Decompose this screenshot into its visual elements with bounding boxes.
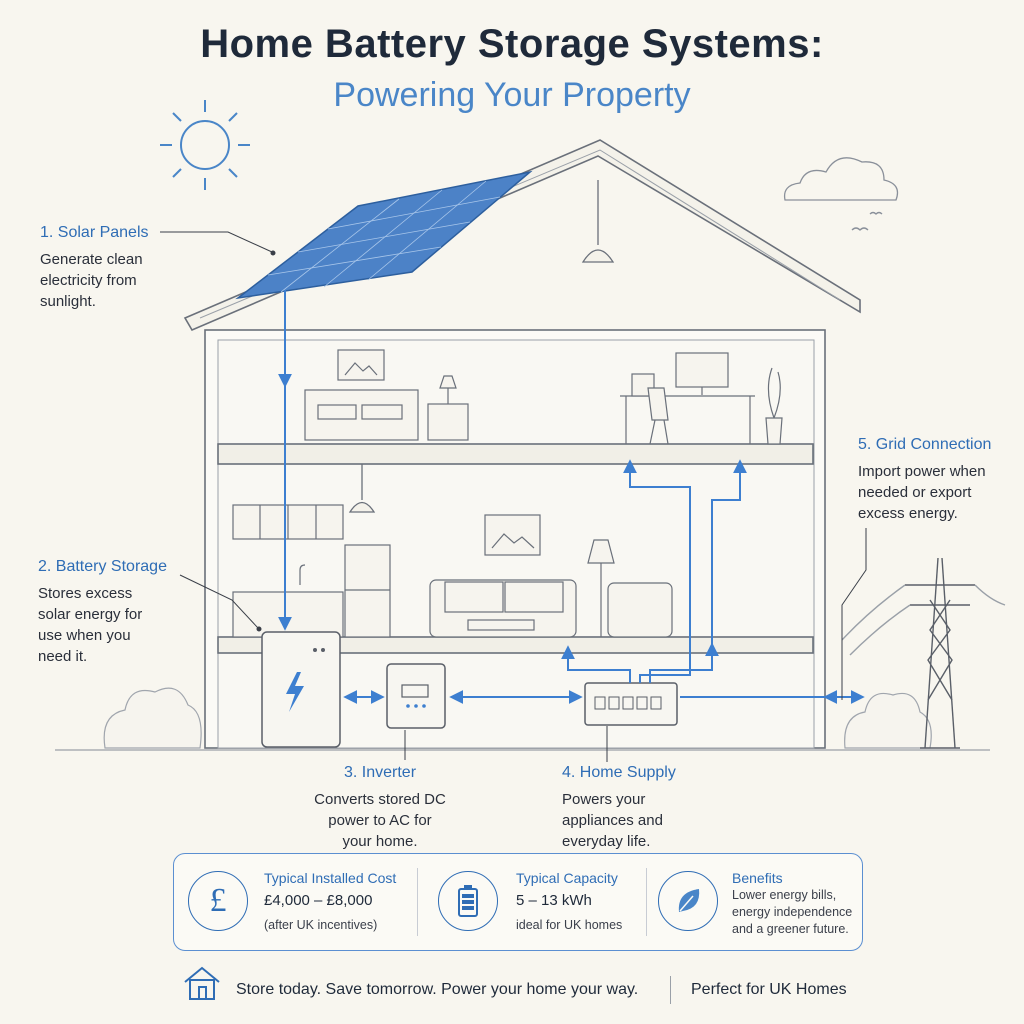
benefits-line: and a greener future. bbox=[732, 922, 849, 936]
callout-heading: 3. Inverter bbox=[343, 764, 417, 781]
callout-text-line: everyday life. bbox=[562, 833, 651, 850]
benefits-cell: Benefits Lower energy bills, energy inde… bbox=[654, 854, 860, 950]
footer-tagline: Store today. Save tomorrow. Power your h… bbox=[236, 981, 639, 998]
divider bbox=[417, 868, 418, 936]
callout-text-line: sunlight. bbox=[40, 293, 96, 310]
living-room-furniture bbox=[429, 514, 673, 638]
callout-heading: 5. Grid Connection bbox=[858, 436, 992, 453]
callout-text-line: needed or export bbox=[858, 484, 972, 501]
cost-label: Typical Installed Cost bbox=[264, 870, 397, 886]
inverter-unit bbox=[386, 663, 446, 729]
callout-text-line: power to AC for bbox=[328, 812, 432, 829]
callout-text-line: Generate clean bbox=[40, 251, 143, 268]
bush-left bbox=[103, 687, 202, 749]
cost-value: £4,000 – £8,000 bbox=[264, 892, 373, 909]
bedroom-furniture bbox=[304, 349, 469, 441]
benefits-line: energy independence bbox=[732, 905, 853, 919]
callout-heading: 2. Battery Storage bbox=[38, 558, 167, 575]
capacity-cell: Typical Capacity 5 – 13 kWh ideal for UK… bbox=[424, 854, 644, 950]
battery-unit bbox=[261, 631, 341, 748]
callout-text-line: need it. bbox=[38, 648, 88, 665]
energy-flow-lines bbox=[278, 290, 865, 704]
bolt-icon bbox=[286, 672, 304, 712]
sun-icon bbox=[160, 100, 250, 190]
leaf-icon bbox=[658, 871, 718, 931]
callout-heading: 4. Home Supply bbox=[562, 764, 676, 781]
capacity-value: 5 – 13 kWh bbox=[516, 892, 592, 909]
divider bbox=[646, 868, 647, 936]
page-title: Home Battery Storage Systems: bbox=[200, 22, 824, 66]
callout-battery-storage: 2. Battery Storage Stores excess solar e… bbox=[38, 556, 198, 667]
callout-grid-connection: 5. Grid Connection Import power when nee… bbox=[858, 434, 1018, 524]
callout-leaders bbox=[160, 231, 867, 762]
consumer-unit bbox=[584, 682, 678, 726]
cloud-icon bbox=[783, 157, 899, 231]
benefits-label: Benefits bbox=[732, 870, 783, 886]
pendant-light-upper bbox=[581, 180, 615, 263]
callout-text-line: excess energy. bbox=[858, 505, 958, 522]
info-panel: £ Typical Installed Cost £4,000 – £8,000… bbox=[173, 853, 863, 951]
callout-inverter: 3. Inverter Converts stored DC power to … bbox=[300, 762, 460, 852]
callout-text-line: use when you bbox=[38, 627, 131, 644]
callout-text-line: Converts stored DC bbox=[314, 791, 446, 808]
cost-note: (after UK incentives) bbox=[264, 918, 378, 932]
capacity-note: ideal for UK homes bbox=[516, 918, 623, 932]
benefits-line: Lower energy bills, bbox=[732, 888, 837, 902]
footer-badge: Perfect for UK Homes bbox=[691, 981, 847, 998]
solar-panels bbox=[235, 170, 533, 300]
callout-text-line: Import power when bbox=[858, 463, 986, 480]
callout-text-line: Stores excess bbox=[38, 585, 133, 602]
pound-icon: £ bbox=[188, 871, 248, 931]
capacity-label: Typical Capacity bbox=[516, 870, 618, 886]
callout-text-line: appliances and bbox=[562, 812, 663, 829]
pendant-light-lower bbox=[348, 464, 376, 513]
cost-cell: £ Typical Installed Cost £4,000 – £8,000… bbox=[174, 854, 414, 950]
office-furniture bbox=[620, 352, 783, 445]
callout-heading: 1. Solar Panels bbox=[40, 224, 149, 241]
callout-text-line: solar energy for bbox=[38, 606, 143, 623]
pylon-icon bbox=[841, 557, 1006, 749]
bush-right bbox=[844, 692, 932, 749]
callout-text-line: Powers your bbox=[562, 791, 646, 808]
callout-solar-panels: 1. Solar Panels Generate clean electrici… bbox=[40, 222, 190, 312]
callout-text-line: electricity from bbox=[40, 272, 137, 289]
battery-icon bbox=[438, 871, 498, 931]
page-subtitle: Powering Your Property bbox=[333, 76, 691, 114]
callout-text-line: your home. bbox=[342, 833, 418, 850]
footer-divider bbox=[670, 976, 671, 1004]
house-icon bbox=[184, 966, 220, 1000]
callout-home-supply: 4. Home Supply Powers your appliances an… bbox=[562, 762, 722, 852]
